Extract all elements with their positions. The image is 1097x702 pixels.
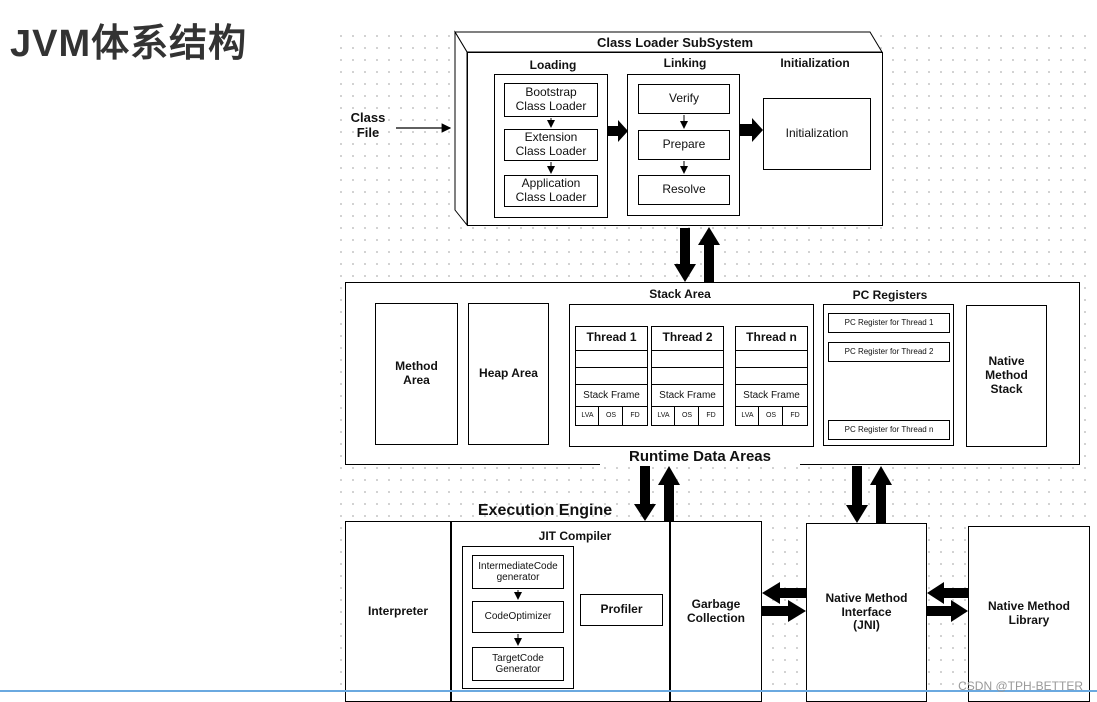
gc-to-jni-arrow	[762, 600, 806, 622]
loader-down-arrow	[674, 228, 696, 282]
heap-area: Heap Area	[468, 303, 549, 445]
method-area: Method Area	[375, 303, 458, 445]
exec-up-arrow-left	[658, 466, 680, 521]
page-title: JVM体系结构	[10, 23, 248, 65]
garbage-collection: Garbage Collection	[670, 521, 762, 702]
os-2: OS	[681, 412, 693, 419]
loading-label: Loading	[529, 58, 577, 72]
interpreter: Interpreter	[345, 521, 451, 702]
fd-n: FD	[790, 412, 800, 419]
runtime-down-arrow-right	[846, 466, 868, 523]
verify-step: Verify	[638, 84, 730, 114]
fd-1: FD	[630, 412, 640, 419]
thread-n: Thread n Stack Frame LVA OS FD	[735, 326, 808, 426]
initialization-title: Initialization	[780, 56, 850, 70]
runtime-down-arrow-left	[634, 466, 656, 521]
loading-to-linking-arrow	[608, 120, 628, 142]
stack-area-label: Stack Area	[649, 287, 711, 301]
jni-up-arrow	[870, 466, 892, 523]
intermediate-code-generator: IntermediateCode generator	[472, 555, 564, 589]
lva-n: LVA	[741, 412, 754, 419]
watermark: CSDN @TPH-BETTER	[958, 679, 1083, 693]
class-loader-title: Class Loader SubSystem	[596, 35, 754, 50]
pc-registers-label: PC Registers	[852, 288, 928, 302]
thread-1-label: Thread 1	[586, 330, 637, 344]
fd-2: FD	[706, 412, 716, 419]
native-method-library: Native Method Library	[968, 526, 1090, 702]
runtime-title: Runtime Data Areas	[600, 448, 800, 466]
target-code-generator: TargetCode Generator	[472, 647, 564, 681]
extension-loader: Extension Class Loader	[504, 129, 598, 161]
os-1: OS	[605, 412, 617, 419]
profiler: Profiler	[580, 594, 663, 626]
class-file-label: Class File	[350, 110, 386, 140]
jni-to-lib-arrow	[927, 600, 968, 622]
code-optimizer: CodeOptimizer	[472, 601, 564, 633]
resolve-step: Resolve	[638, 175, 730, 205]
native-method-interface: Native Method Interface (JNI)	[806, 523, 927, 702]
thread-1: Thread 1 Stack Frame LVA OS FD	[575, 326, 648, 426]
bootstrap-loader: Bootstrap Class Loader	[504, 83, 598, 117]
stack-frame-n: Stack Frame	[743, 390, 800, 401]
initialization-box: Initialization	[763, 98, 871, 170]
runtime-up-arrow	[698, 227, 720, 282]
lva-2: LVA	[657, 412, 670, 419]
jit-title: JIT Compiler	[538, 529, 612, 543]
lib-to-jni-arrow	[927, 582, 968, 604]
thread-2-label: Thread 2	[662, 330, 713, 344]
execution-engine-title: Execution Engine	[477, 502, 613, 519]
prepare-step: Prepare	[638, 130, 730, 160]
jni-to-gc-arrow	[762, 582, 806, 604]
native-method-stack: Native Method Stack	[966, 305, 1047, 447]
linking-to-init-arrow	[740, 118, 763, 142]
stack-frame-1: Stack Frame	[583, 390, 640, 401]
thread-n-label: Thread n	[746, 330, 797, 344]
stack-frame-2: Stack Frame	[659, 390, 716, 401]
application-loader: Application Class Loader	[504, 175, 598, 207]
os-n: OS	[765, 412, 777, 419]
pc-register-thread-n: PC Register for Thread n	[828, 420, 950, 440]
thread-2: Thread 2 Stack Frame LVA OS FD	[651, 326, 724, 426]
lva-1: LVA	[581, 412, 594, 419]
pc-register-thread-2: PC Register for Thread 2	[828, 342, 950, 362]
footer-line	[0, 690, 1097, 692]
pc-register-thread-1: PC Register for Thread 1	[828, 313, 950, 333]
linking-label: Linking	[663, 56, 707, 70]
